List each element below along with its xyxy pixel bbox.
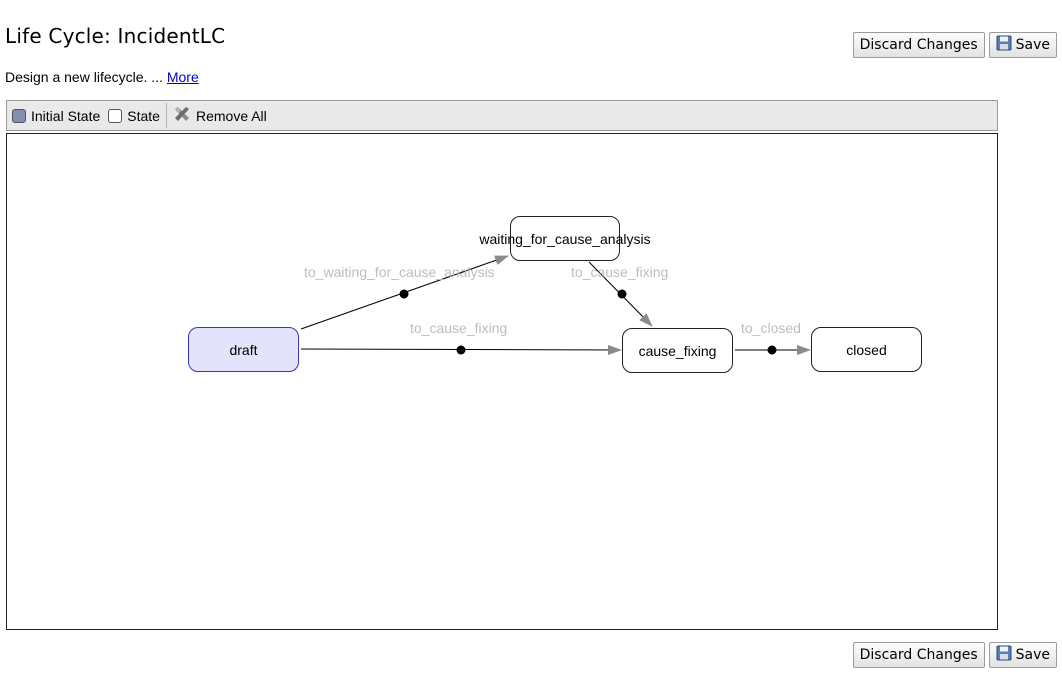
state-label: State (127, 107, 160, 124)
discard-changes-button[interactable]: Discard Changes (852, 32, 985, 58)
description-text: Design a new lifecycle. ... (5, 69, 163, 85)
transition-handle[interactable] (617, 289, 627, 299)
state-icon (108, 108, 123, 123)
toolbar-divider (165, 103, 167, 128)
add-initial-state-tool[interactable]: Initial State (12, 108, 100, 124)
state-node-closed[interactable]: closed (811, 327, 922, 372)
save-button[interactable]: Save (988, 642, 1057, 668)
save-label: Save (1015, 647, 1050, 663)
transition-label-to-waiting[interactable]: to_waiting_for_cause_analysis (304, 264, 495, 280)
more-link[interactable]: More (166, 69, 199, 85)
discard-changes-button[interactable]: Discard Changes (852, 642, 985, 668)
add-state-tool[interactable]: State (108, 108, 160, 124)
diagram-toolbar: Initial State State Remove All (6, 100, 998, 131)
transition-handle[interactable] (767, 345, 777, 355)
remove-all-label: Remove All (195, 107, 267, 124)
page-title: Life Cycle: IncidentLC (5, 24, 226, 48)
remove-all-tool[interactable]: Remove All (173, 105, 267, 126)
page-description: Design a new lifecycle. ... More (5, 69, 199, 85)
save-label: Save (1015, 37, 1050, 53)
initial-state-label: Initial State (31, 107, 101, 124)
state-node-waiting-for-cause-analysis[interactable]: waiting_for_cause_analysis (479, 216, 651, 261)
remove-all-icon (173, 105, 191, 126)
transition-handle[interactable] (399, 289, 409, 299)
transition-edges (300, 255, 811, 355)
state-node-cause-fixing[interactable]: cause_fixing (622, 328, 733, 373)
transition-label-to-cause-fixing-from-draft[interactable]: to_cause_fixing (410, 320, 508, 336)
transition-handle[interactable] (456, 345, 466, 355)
lifecycle-diagram-canvas[interactable]: to_waiting_for_cause_analysis to_cause_f… (6, 133, 998, 630)
transition-label-to-cause-fixing-from-waiting[interactable]: to_cause_fixing (571, 264, 669, 280)
transition-label-to-closed[interactable]: to_closed (741, 320, 801, 336)
state-node-draft[interactable]: draft (188, 327, 299, 372)
floppy-disk-icon (996, 35, 1012, 55)
discard-changes-label: Discard Changes (859, 37, 978, 53)
save-button[interactable]: Save (988, 32, 1057, 58)
initial-state-icon (12, 108, 26, 123)
discard-changes-label: Discard Changes (859, 647, 978, 663)
top-action-bar: Discard Changes Save (852, 32, 1057, 58)
bottom-action-bar: Discard Changes Save (852, 642, 1057, 668)
floppy-disk-icon (996, 645, 1012, 665)
